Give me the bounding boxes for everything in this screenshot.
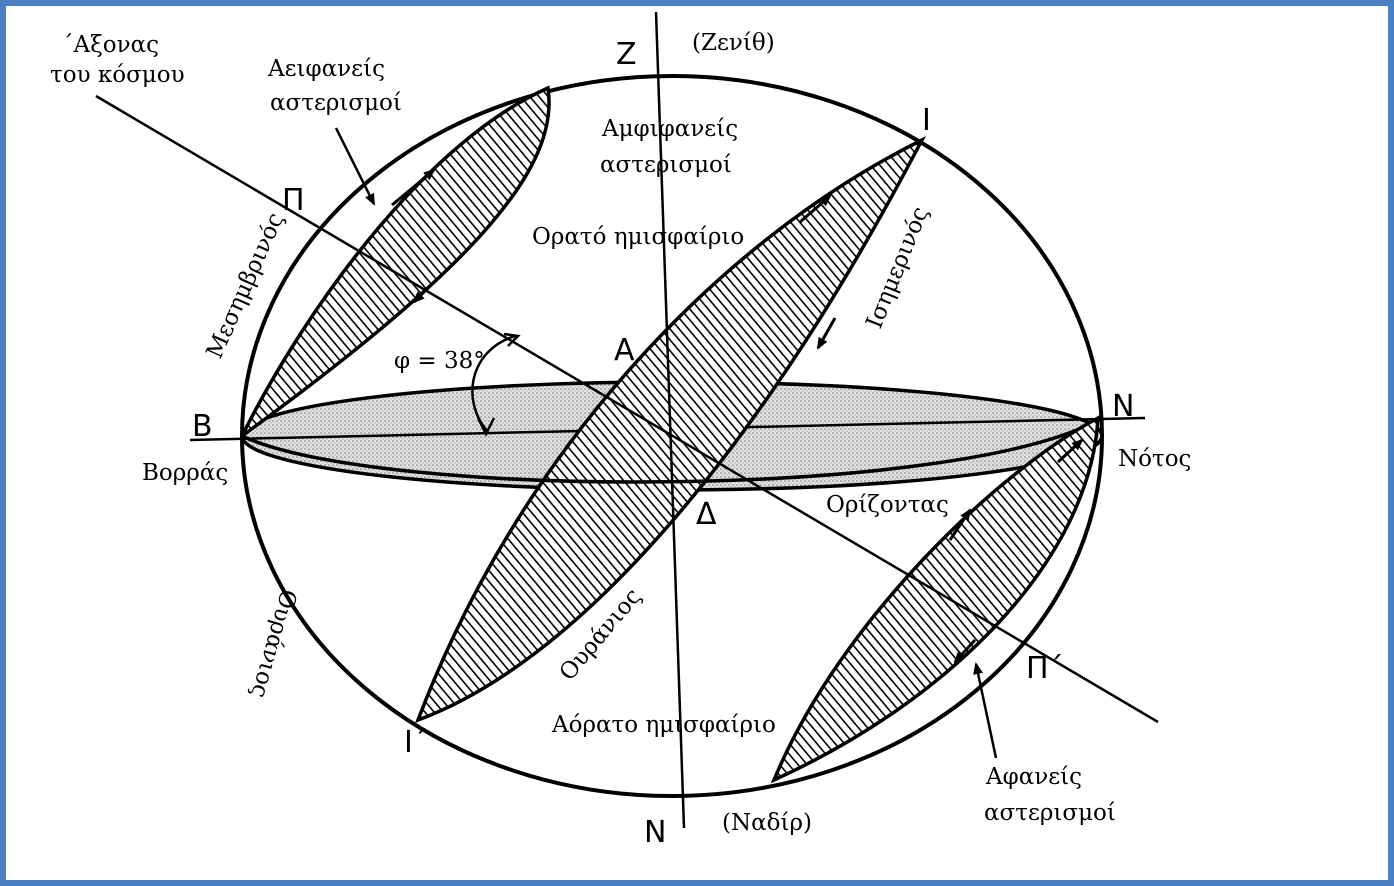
west-letter: Δ bbox=[696, 497, 717, 532]
world-axis bbox=[95, 94, 1159, 724]
zenith-letter: Z bbox=[616, 37, 637, 72]
north-label: Βορράς bbox=[142, 460, 228, 486]
never-visible-arrow-down bbox=[953, 638, 977, 664]
south-letter: N bbox=[1112, 389, 1134, 424]
east-letter: A bbox=[614, 333, 635, 368]
south-pole-letter: Π΄ bbox=[1026, 651, 1064, 686]
celestial-left-label: Ουράνιος bbox=[245, 586, 301, 700]
circumpolar-pointer bbox=[334, 127, 376, 206]
world-axis-label-1: ΄Αξονας bbox=[62, 32, 159, 58]
equator-top-letter: I bbox=[922, 103, 931, 138]
visible-hemisphere-label: Ορατό ημισφαίριο bbox=[532, 224, 744, 250]
never-visible-parallel bbox=[770, 414, 1100, 784]
north-pole-letter: Π bbox=[282, 183, 305, 218]
nadir-label: (Ναδίρ) bbox=[722, 810, 812, 836]
zenith-label: (Ζενίθ) bbox=[692, 30, 775, 56]
never-visible-label-1: Αφανείς bbox=[985, 764, 1082, 790]
circumpolar-label-1: Αειφανείς bbox=[267, 56, 385, 82]
latitude-label: φ = 38° bbox=[394, 348, 485, 374]
zenith-nadir-axis bbox=[654, 11, 686, 829]
world-axis-label-2: του κόσμου bbox=[50, 62, 185, 88]
horizon-front-edge bbox=[241, 416, 1103, 484]
equator-arrow-down bbox=[816, 317, 837, 350]
circumpolar-label-2: αστερισμοί bbox=[270, 90, 402, 116]
amphi-label-2: αστερισμοί bbox=[600, 152, 732, 178]
meridian-label: Μεσημβρινός bbox=[202, 209, 289, 363]
amphi-label-1: Αμφιφανείς bbox=[601, 116, 738, 142]
horizon-label: Ορίζοντας bbox=[826, 492, 949, 518]
invisible-hemisphere-label: Αόρατο ημισφαίριο bbox=[551, 712, 776, 738]
never-visible-arrow-up bbox=[1056, 438, 1084, 464]
never-visible-pointer bbox=[973, 662, 998, 759]
circumpolar-arrow-up bbox=[391, 168, 436, 207]
never-visible-arrow-mid bbox=[948, 508, 972, 541]
latitude-arc-head-2 bbox=[503, 332, 521, 347]
never-visible-label-2: αστερισμοί bbox=[984, 800, 1116, 826]
circumpolar-arrow-down bbox=[412, 280, 436, 304]
equator-bottom-letter: I΄ bbox=[404, 725, 428, 760]
circumpolar-parallel bbox=[240, 85, 551, 438]
latitude-arc-head-1 bbox=[476, 417, 496, 437]
equator-arrow-up bbox=[799, 194, 832, 224]
north-letter: B bbox=[192, 409, 213, 444]
south-label: Νότος bbox=[1118, 446, 1191, 472]
nadir-letter: N bbox=[644, 815, 666, 850]
